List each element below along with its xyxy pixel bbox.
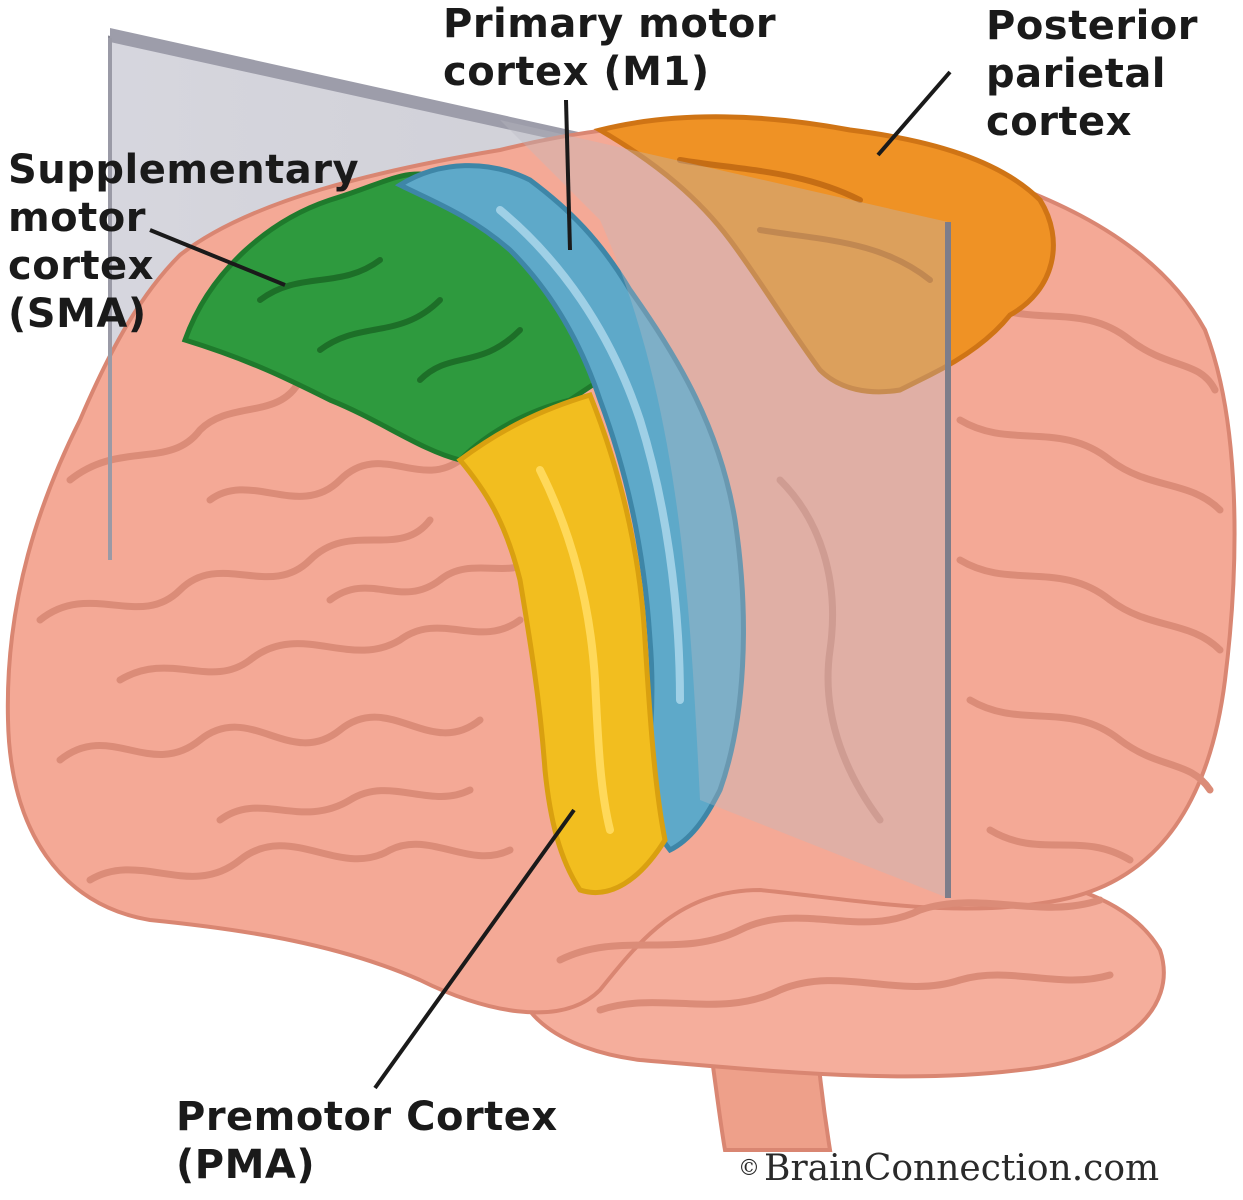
label-ppc-line-1: Posterior — [986, 3, 1198, 49]
label-supplementary-motor-cortex: Supplementary motor cortex (SMA) — [8, 146, 359, 338]
label-ppc-line-2: parietal — [986, 51, 1167, 97]
credit-text: BrainConnection.com — [764, 1148, 1160, 1189]
label-premotor-cortex: Premotor Cortex (PMA) — [176, 1093, 558, 1189]
label-sma-line-3: cortex — [8, 243, 154, 289]
brain-gyri — [36, 296, 1224, 1014]
leader-line-sma — [149, 228, 286, 287]
m1-shading — [496, 206, 684, 704]
leader-line-ppc — [876, 70, 952, 157]
ppc-region — [593, 114, 1056, 395]
coronal-plane-front — [500, 120, 948, 898]
pma-shading — [536, 466, 614, 834]
label-sma-line-4: (SMA) — [8, 291, 147, 337]
label-m1-line-2: cortex (M1) — [443, 49, 710, 95]
ppc-shading — [677, 157, 933, 283]
label-pma-line-2: (PMA) — [176, 1142, 316, 1188]
label-posterior-parietal-cortex: Posterior parietal cortex — [986, 2, 1198, 146]
leader-line-m1 — [564, 99, 572, 251]
leader-line-pma — [373, 808, 576, 1090]
pma-region — [456, 391, 668, 896]
label-sma-line-2: motor — [8, 195, 146, 241]
sma-shading — [257, 257, 523, 383]
m1-region — [394, 163, 746, 854]
label-sma-line-1: Supplementary — [8, 147, 360, 193]
copyright-symbol: © — [738, 1156, 760, 1181]
label-pma-line-1: Premotor Cortex — [176, 1094, 558, 1140]
leader-lines — [149, 70, 952, 1090]
label-primary-motor-cortex: Primary motor cortex (M1) — [443, 0, 776, 96]
image-credit: ©BrainConnection.com — [738, 1148, 1159, 1190]
label-m1-line-1: Primary motor — [443, 1, 777, 47]
label-ppc-line-3: cortex — [986, 99, 1132, 145]
